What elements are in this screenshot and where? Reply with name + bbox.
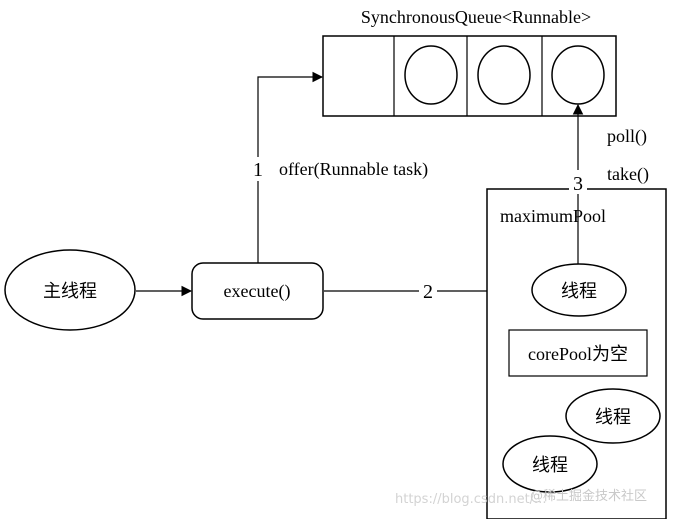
take-label: take() bbox=[607, 164, 649, 185]
maximum-pool-title: maximumPool bbox=[500, 206, 606, 226]
main-thread-label: 主线程 bbox=[43, 281, 97, 302]
idle-thread-node-2: 线程 bbox=[502, 435, 598, 493]
idle-thread-node-1: 线程 bbox=[565, 388, 661, 444]
idle-thread-2-label: 线程 bbox=[532, 455, 568, 476]
offer-label: offer(Runnable task) bbox=[279, 159, 428, 180]
queue-slot-2-circle bbox=[477, 45, 531, 105]
step-3-label: 3 bbox=[573, 173, 583, 195]
watermark-url: https://blog.csdn.net/... bbox=[395, 492, 546, 507]
idle-thread-1-label: 线程 bbox=[595, 407, 631, 428]
poll-label: poll() bbox=[607, 126, 647, 147]
execute-node: execute() bbox=[191, 262, 324, 320]
synchronous-queue bbox=[322, 35, 617, 117]
execute-label: execute() bbox=[224, 281, 291, 302]
pool-thread-node: 线程 bbox=[531, 263, 627, 317]
step-2-label: 2 bbox=[423, 281, 433, 303]
main-thread-node: 主线程 bbox=[4, 249, 136, 331]
arrow-execute-to-queue bbox=[257, 71, 324, 263]
queue-title: SynchronousQueue<Runnable> bbox=[361, 7, 591, 27]
core-pool-note-label: corePool为空 bbox=[528, 344, 628, 364]
queue-slot-3-circle bbox=[551, 45, 605, 105]
core-pool-note: corePool为空 bbox=[508, 329, 648, 377]
queue-slot-1-circle bbox=[404, 45, 458, 105]
pool-thread-label: 线程 bbox=[561, 281, 597, 302]
watermark-brand: @稀土掘金技术社区 bbox=[530, 488, 647, 504]
step-1-label: 1 bbox=[253, 159, 263, 181]
